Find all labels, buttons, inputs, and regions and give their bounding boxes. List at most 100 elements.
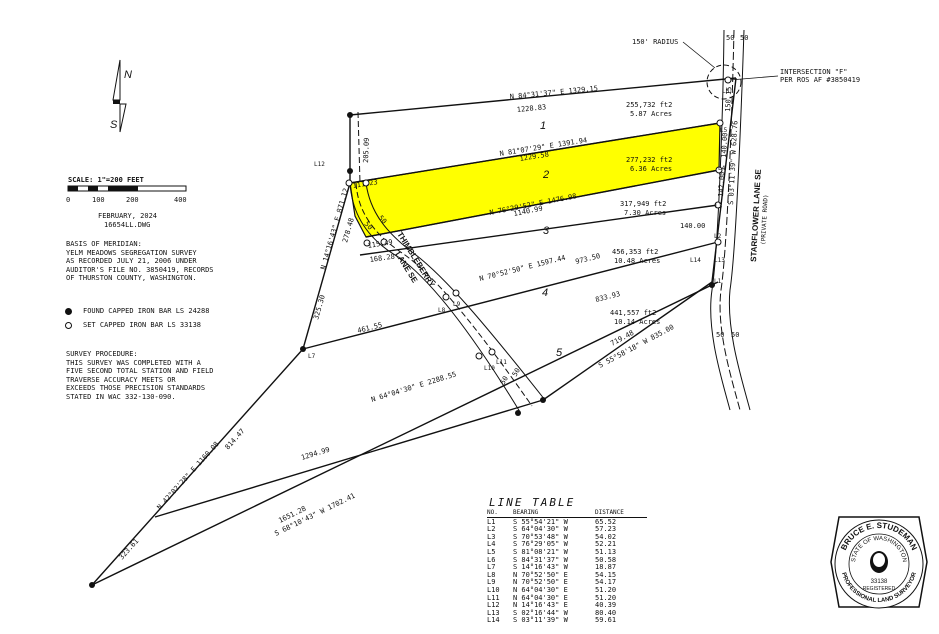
mid-bearing: N 64°04'30" E 2288.55 bbox=[370, 370, 457, 404]
found-legend-icon bbox=[65, 308, 72, 315]
line-no: L6 bbox=[487, 555, 496, 564]
line-table-row: L13 S 02°16'44" W 80.40 bbox=[487, 608, 647, 618]
north-bearing: N 84°31'37" E 1329.15 bbox=[509, 85, 598, 101]
north-arrow: N S bbox=[110, 59, 132, 133]
line-label-l12: L12 bbox=[314, 161, 325, 168]
line-distance: 40.39 bbox=[595, 601, 617, 610]
east-140b: 140.00 bbox=[680, 222, 705, 230]
survey-procedure: SURVEY PROCEDURE: THIS SURVEY WAS COMPLE… bbox=[66, 350, 214, 401]
line-bearing: S 76°29'05" W bbox=[513, 540, 568, 549]
east-142: 142.00 bbox=[717, 171, 726, 197]
line-label-l11: L11 bbox=[496, 359, 507, 366]
l5-bearing: S 55°58'18" W 835.00 bbox=[597, 323, 675, 370]
scale-tick-3: 400 bbox=[174, 196, 187, 204]
lot-5-area: 441,557 ft2 bbox=[610, 309, 656, 317]
lot-2-num: 2 bbox=[542, 169, 549, 181]
line-bearing: N 70°52'50" E bbox=[513, 570, 568, 579]
line-table-row: L3 S 70°53'48" W 54.02 bbox=[487, 532, 647, 542]
l34-dist: 973.50 bbox=[575, 252, 601, 266]
found-monuments bbox=[89, 112, 715, 588]
line-distance: 65.52 bbox=[595, 517, 617, 526]
line-bearing: S 02°16'44" W bbox=[513, 608, 568, 617]
set-legend-text: SET CAPPED IRON BAR LS 33138 bbox=[83, 321, 202, 329]
west-dist: 814.47 bbox=[224, 427, 247, 451]
dist-115: 115.49 bbox=[367, 238, 393, 250]
line-table-row: L2 S 64°04'30" W 57.23 bbox=[487, 526, 647, 534]
line-table-row: L10 N 64°04'30" E 51.20 bbox=[487, 585, 647, 595]
line-distance: 51.20 bbox=[595, 585, 617, 594]
surveyor-seal: BRUCE E. STUDEMAN STATE OF WASHINGTON PR… bbox=[830, 516, 928, 609]
lot-5-num: 5 bbox=[556, 347, 563, 359]
line-label-l8: L8 bbox=[438, 307, 446, 314]
line-bearing: S 64°04'30" W bbox=[513, 525, 568, 534]
lot-4-num: 4 bbox=[542, 287, 548, 299]
line-no: L8 bbox=[487, 570, 496, 579]
line-bearing: N 70°52'50" E bbox=[513, 578, 568, 587]
line-no: L11 bbox=[487, 593, 500, 602]
line-bearing: S 81°08'21" W bbox=[513, 547, 568, 556]
mid-dist: 1294.99 bbox=[300, 446, 331, 462]
line-no: L2 bbox=[487, 525, 496, 534]
l45-west-dist: 461.55 bbox=[357, 321, 383, 335]
starflower-lane-edges bbox=[710, 29, 751, 411]
date-label: FEBRUARY, 2024 bbox=[98, 212, 157, 220]
line-no: L13 bbox=[487, 608, 500, 617]
line-distance: 57.23 bbox=[595, 525, 617, 534]
seal-registered: REGISTERED bbox=[863, 586, 896, 592]
scale-bar: SCALE: 1"=200 FEET 0 100 200 400 bbox=[66, 176, 187, 204]
set-legend-icon bbox=[65, 322, 72, 329]
thimbleberry-lane-edges bbox=[349, 111, 546, 413]
line-bearing: N 64°04'30" E bbox=[513, 593, 568, 602]
line-no: L14 bbox=[487, 616, 500, 625]
lot-4-acres: 10.48 Acres bbox=[614, 257, 660, 265]
line-no: L10 bbox=[487, 585, 500, 594]
line-distance: 18.87 bbox=[595, 563, 617, 572]
lot-2-area: 277,232 ft2 bbox=[626, 156, 672, 164]
line-distance: 51.13 bbox=[595, 547, 617, 556]
line-bearing: S 70°53'48" W bbox=[513, 532, 568, 541]
line-bearing: N 64°04'30" E bbox=[513, 585, 568, 594]
line-label-l4: L4 bbox=[718, 165, 726, 172]
north-label: N bbox=[124, 69, 132, 81]
l34-west-dist: 168.28 bbox=[369, 253, 395, 264]
dist-111: 111.23 bbox=[352, 178, 378, 190]
line-bearing: S 84°31'37" W bbox=[513, 555, 568, 564]
east-140: 140.00 bbox=[720, 132, 729, 158]
line-no: L12 bbox=[487, 601, 500, 610]
rw-7: 50 bbox=[499, 375, 510, 386]
w-upper-dist: 278.48 bbox=[341, 217, 356, 244]
intersection-note-2: PER ROS AF #3850419 bbox=[780, 76, 860, 84]
rw-6: 50 bbox=[377, 214, 389, 226]
line-no: L3 bbox=[487, 532, 496, 541]
intersection-note-1: INTERSECTION "F" bbox=[780, 68, 847, 76]
th-bearing: BEARING bbox=[513, 509, 539, 516]
scale-tick-0: 0 bbox=[66, 196, 70, 204]
seal-number: 33138 bbox=[871, 579, 888, 585]
line-no: L9 bbox=[487, 578, 496, 587]
line-table-header: NO. BEARING DISTANCE bbox=[487, 509, 647, 518]
l45-east-dist: 833.93 bbox=[595, 290, 621, 304]
drawing-label: 16654LL.DWG bbox=[104, 221, 150, 229]
line-label-l3: L3 bbox=[715, 203, 723, 210]
line-distance: 80.40 bbox=[595, 608, 617, 617]
line-distance: 54.02 bbox=[595, 532, 617, 541]
line-label-l2: L2 bbox=[714, 233, 722, 240]
line-bearing: S 55°54'21" W bbox=[513, 517, 568, 526]
line-no: L7 bbox=[487, 563, 496, 572]
lot-1-num: 1 bbox=[540, 120, 546, 132]
line-label-l1: L1 bbox=[714, 278, 722, 285]
line-bearing: N 14°16'43" E bbox=[513, 601, 568, 610]
line-label-l6: L6 bbox=[722, 88, 730, 95]
lot-3-acres: 7.30 Acres bbox=[624, 209, 666, 217]
th-no: NO. bbox=[487, 509, 498, 516]
lot-5-acres: 10.14 Acres bbox=[614, 318, 660, 326]
line-no: L5 bbox=[487, 547, 496, 556]
